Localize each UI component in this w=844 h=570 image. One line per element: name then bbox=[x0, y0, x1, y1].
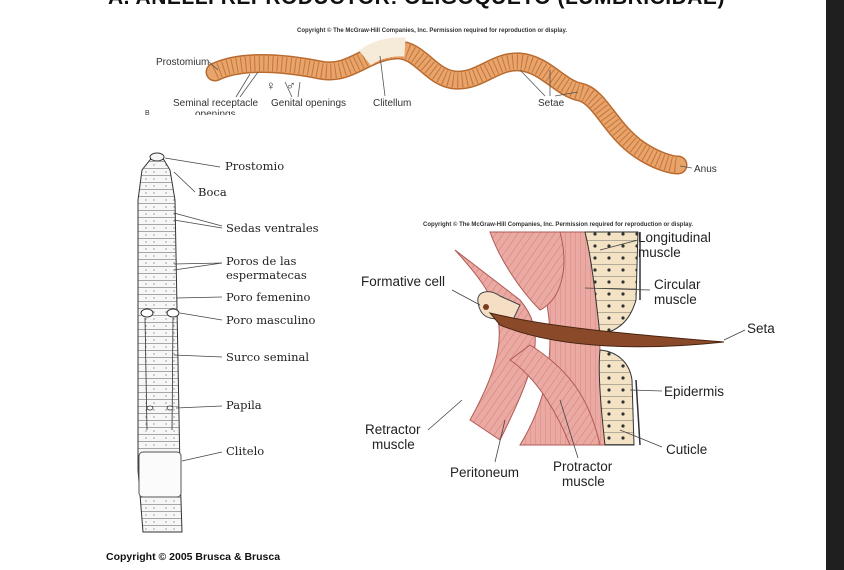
label-setae: Setae bbox=[538, 98, 565, 109]
label-surco-seminal: Surco seminal bbox=[226, 350, 310, 364]
label-peritoneum: Peritoneum bbox=[450, 465, 520, 480]
label-longitudinal-muscle: muscle bbox=[638, 245, 681, 260]
label-sedas-ventrales: Sedas ventrales bbox=[226, 221, 319, 235]
label-protractor: Protractor bbox=[553, 459, 613, 474]
page-title: A. ANELLI REPRODUCTOR: OLIGOQUETO (LUMBR… bbox=[108, 0, 725, 10]
right-edge-bar bbox=[826, 0, 844, 570]
label-boca: Boca bbox=[198, 185, 227, 199]
label-epidermis: Epidermis bbox=[664, 384, 725, 399]
label-protractor-muscle: muscle bbox=[562, 474, 605, 489]
label-prostomio: Prostomio bbox=[225, 159, 285, 173]
label-formative-cell: Formative cell bbox=[361, 274, 446, 289]
label-retractor-muscle: muscle bbox=[372, 437, 415, 452]
copyright-right: Copyright © The McGraw-Hill Companies, I… bbox=[423, 222, 694, 228]
label-longitudinal: Longitudinal bbox=[638, 230, 711, 245]
label-poro-femenino: Poro femenino bbox=[226, 290, 311, 304]
label-anus: Anus bbox=[694, 164, 717, 175]
label-clitellum: Clitellum bbox=[373, 98, 412, 109]
label-papila: Papila bbox=[226, 398, 262, 412]
label-seminal-receptacle-openings: openings bbox=[195, 109, 236, 115]
label-seminal-receptacle: Seminal receptacle bbox=[173, 98, 259, 109]
female-symbol: ♀ bbox=[266, 78, 276, 93]
label-circular-muscle: muscle bbox=[654, 292, 697, 307]
seta-leader-lines bbox=[427, 239, 746, 463]
label-retractor: Retractor bbox=[365, 422, 421, 437]
label-circular: Circular bbox=[654, 277, 701, 292]
male-symbol: ♂ bbox=[286, 78, 296, 93]
ventral-leader-lines bbox=[164, 157, 223, 462]
top-leader-lines bbox=[208, 55, 693, 169]
earthworm-side-view bbox=[205, 37, 688, 175]
seta-cross-section bbox=[454, 231, 725, 446]
earthworm-ventral-view bbox=[137, 152, 183, 533]
label-genital-openings: Genital openings bbox=[271, 98, 347, 109]
label-poros-line1: Poros de las bbox=[226, 254, 297, 268]
label-poros-line2: espermatecas bbox=[226, 268, 307, 282]
copyright-bottom: Copyright © 2005 Brusca & Brusca bbox=[106, 551, 281, 563]
copyright-top: Copyright © The McGraw-Hill Companies, I… bbox=[297, 28, 568, 34]
label-clitelo: Clitelo bbox=[226, 444, 265, 458]
label-seta: Seta bbox=[747, 321, 775, 336]
label-cuticle: Cuticle bbox=[666, 442, 708, 457]
label-prostomium: Prostomium bbox=[156, 57, 210, 68]
panel-letter-b: B bbox=[145, 110, 150, 117]
label-poro-masculino: Poro masculino bbox=[226, 313, 316, 327]
